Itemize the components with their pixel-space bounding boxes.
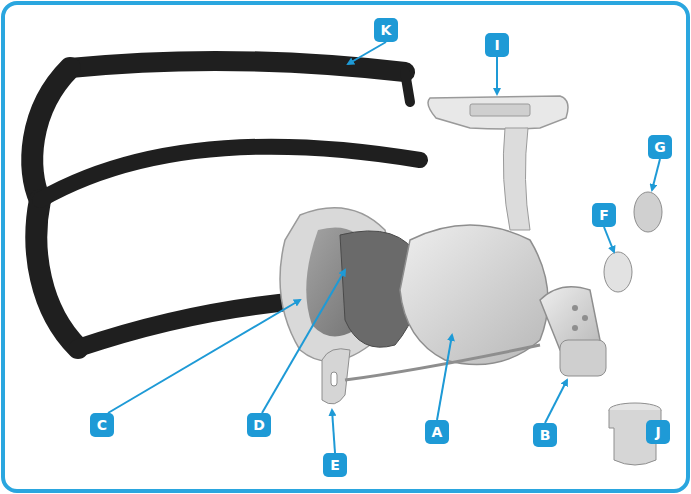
frame-border bbox=[3, 3, 688, 491]
callout-letter: K bbox=[374, 18, 398, 42]
callout-letter: G bbox=[648, 135, 672, 159]
headgear-clip bbox=[322, 349, 350, 404]
headgear bbox=[32, 61, 420, 348]
callout-letter: D bbox=[247, 413, 271, 437]
headgear-slot bbox=[52, 112, 82, 152]
forehead-support bbox=[428, 96, 568, 230]
callout-letter: E bbox=[323, 453, 347, 477]
callout-letter: C bbox=[90, 413, 114, 437]
valve-flap bbox=[604, 252, 632, 292]
callout-letter: I bbox=[485, 33, 509, 57]
callout-letter: B bbox=[533, 423, 557, 447]
callout-letter: F bbox=[592, 203, 616, 227]
callout-letter: A bbox=[425, 420, 449, 444]
mask-frame bbox=[400, 225, 548, 365]
callout-letter: J bbox=[646, 420, 670, 444]
leader-lines bbox=[108, 42, 670, 453]
valve-cap bbox=[634, 192, 662, 232]
headgear-slot bbox=[52, 232, 82, 276]
elbow bbox=[540, 287, 606, 376]
